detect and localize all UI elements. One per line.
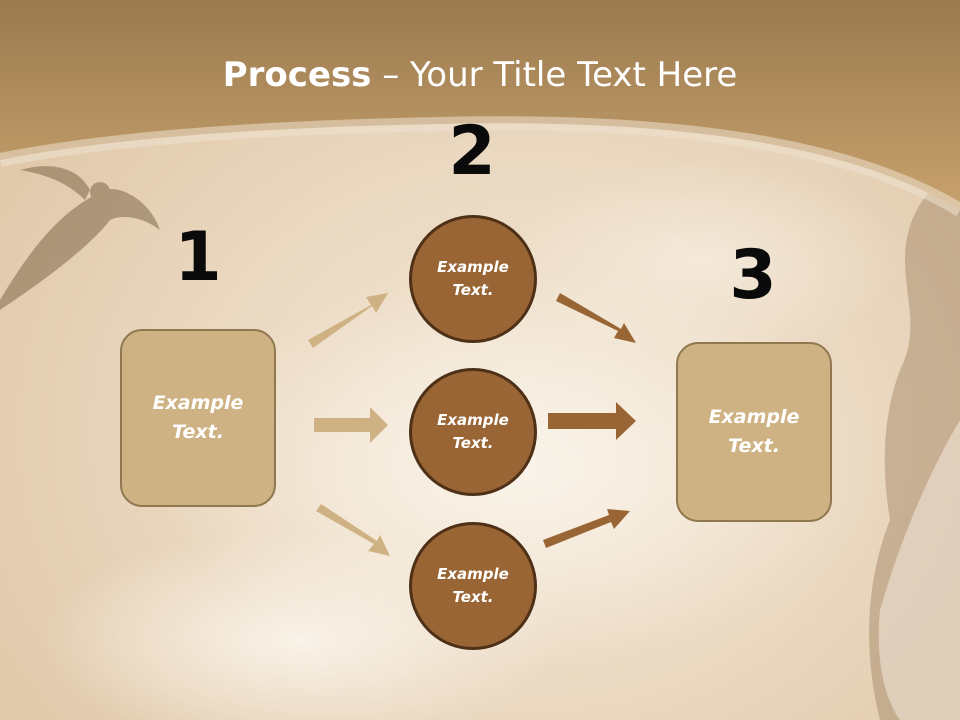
- step-1-text: Example Text.: [152, 392, 244, 443]
- arrow-1-to-2-bottom: [316, 504, 390, 556]
- title-bold: Process: [222, 55, 372, 95]
- arrow-1-to-2-top: [308, 293, 388, 348]
- step-2-node-bottom: Example Text.: [409, 522, 537, 650]
- bird-icon: [0, 166, 160, 310]
- step-2-node-middle-text: Example Text.: [437, 411, 509, 452]
- step-2-node-top: Example Text.: [409, 215, 537, 343]
- arrows-step2-to-step3: [543, 293, 636, 548]
- step-3-box: Example Text.: [676, 342, 832, 522]
- arrow-2-to-3-top: [556, 293, 636, 343]
- step-2-node-bottom-text: Example Text.: [437, 565, 509, 606]
- slide-title: Process – Your Title Text Here: [0, 52, 960, 98]
- step-number-1: 1: [174, 218, 222, 297]
- arrow-1-to-2-middle: [314, 407, 388, 443]
- step-2-node-top-text: Example Text.: [437, 258, 509, 299]
- title-rest: – Your Title Text Here: [371, 55, 738, 95]
- arrow-2-to-3-bottom: [543, 509, 630, 548]
- step-number-2: 2: [448, 112, 496, 191]
- step-2-node-middle: Example Text.: [409, 368, 537, 496]
- step-1-box: Example Text.: [120, 329, 276, 507]
- arrow-2-to-3-middle: [548, 402, 636, 440]
- step-3-text: Example Text.: [708, 406, 800, 457]
- arrows-step1-to-step2: [308, 293, 390, 556]
- step-number-3: 3: [729, 236, 777, 315]
